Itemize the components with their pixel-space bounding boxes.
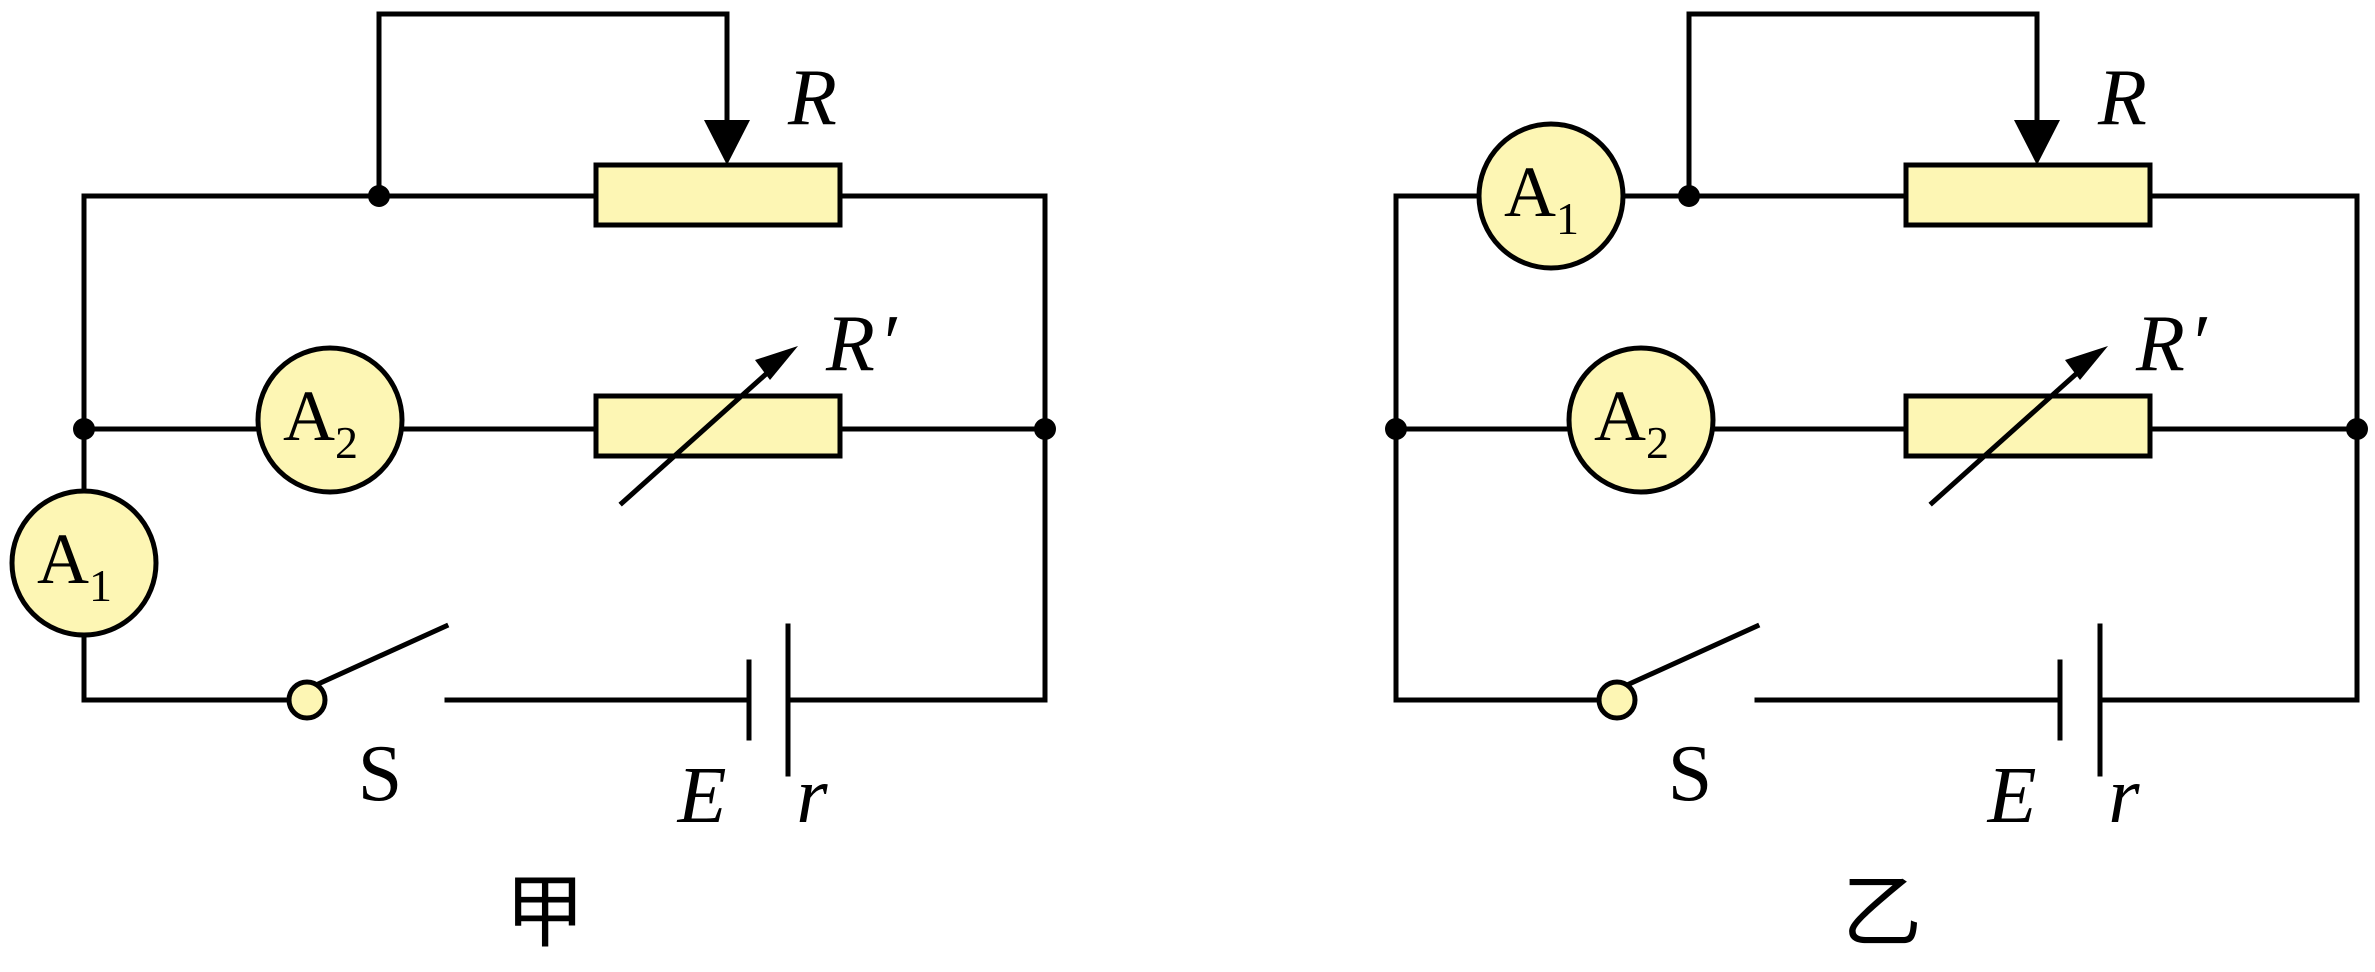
ammeter-a1-label: A1 [37, 519, 112, 611]
resistance-box-label: R′ [2135, 300, 2208, 388]
ammeter-a1-label: A1 [1504, 152, 1579, 244]
figure-caption: 甲 [505, 870, 585, 958]
ammeter-a2 [1566, 345, 1716, 495]
wires-yi [1393, 11, 2360, 703]
slider-arrow-icon [704, 120, 750, 165]
switch-pivot [1596, 679, 1638, 721]
resistance-box [593, 393, 843, 459]
variable-arrow-line [1928, 353, 2099, 507]
slider-wire [376, 11, 730, 199]
ammeter-a1 [1476, 121, 1626, 271]
emf-label: E [1987, 752, 2037, 840]
switch-label: S [358, 730, 403, 818]
rheostat-label: R [787, 54, 837, 142]
figure-caption: 乙 [1842, 870, 1922, 958]
slider-wire [1686, 11, 2040, 199]
junction-dot [1034, 418, 1056, 440]
wires-jia [81, 11, 1048, 703]
switch-lever [301, 622, 450, 694]
junction-dot [1678, 185, 1700, 207]
ammeter-a2 [255, 345, 405, 495]
circuit-yi: R R′ A1 A2 S E r 乙 [1385, 11, 2368, 958]
switch-label: S [1668, 730, 1713, 818]
right-wire [785, 193, 1048, 703]
junction-dot [2346, 418, 2368, 440]
resistance-box-label: R′ [825, 300, 898, 388]
variable-arrow-icon [755, 346, 798, 380]
ammeter-a2-label: A2 [1594, 376, 1669, 468]
right-wire [2097, 193, 2360, 703]
rheostat-label: R [2097, 54, 2147, 142]
rheostat [593, 162, 843, 228]
bottom-left-wire [81, 633, 291, 703]
rheostat [1903, 162, 2153, 228]
junction-dot [368, 185, 390, 207]
internal-resistance-label: r [2108, 752, 2140, 840]
junction-dot [1385, 418, 1407, 440]
variable-arrow-icon [2065, 346, 2108, 380]
ammeter-a2-label: A2 [283, 376, 358, 468]
circuit-jia: R R′ A2 A1 S E r 甲 [9, 11, 1056, 958]
left-wire [1393, 193, 1603, 703]
variable-arrow-line [618, 353, 789, 507]
switch-pivot [286, 679, 328, 721]
emf-label: E [677, 752, 727, 840]
resistance-box [1903, 393, 2153, 459]
switch-lever [1612, 622, 1761, 694]
internal-resistance-label: r [796, 752, 828, 840]
slider-arrow-icon [2014, 120, 2060, 165]
junction-dot [73, 418, 95, 440]
ammeter-a1 [9, 488, 159, 638]
